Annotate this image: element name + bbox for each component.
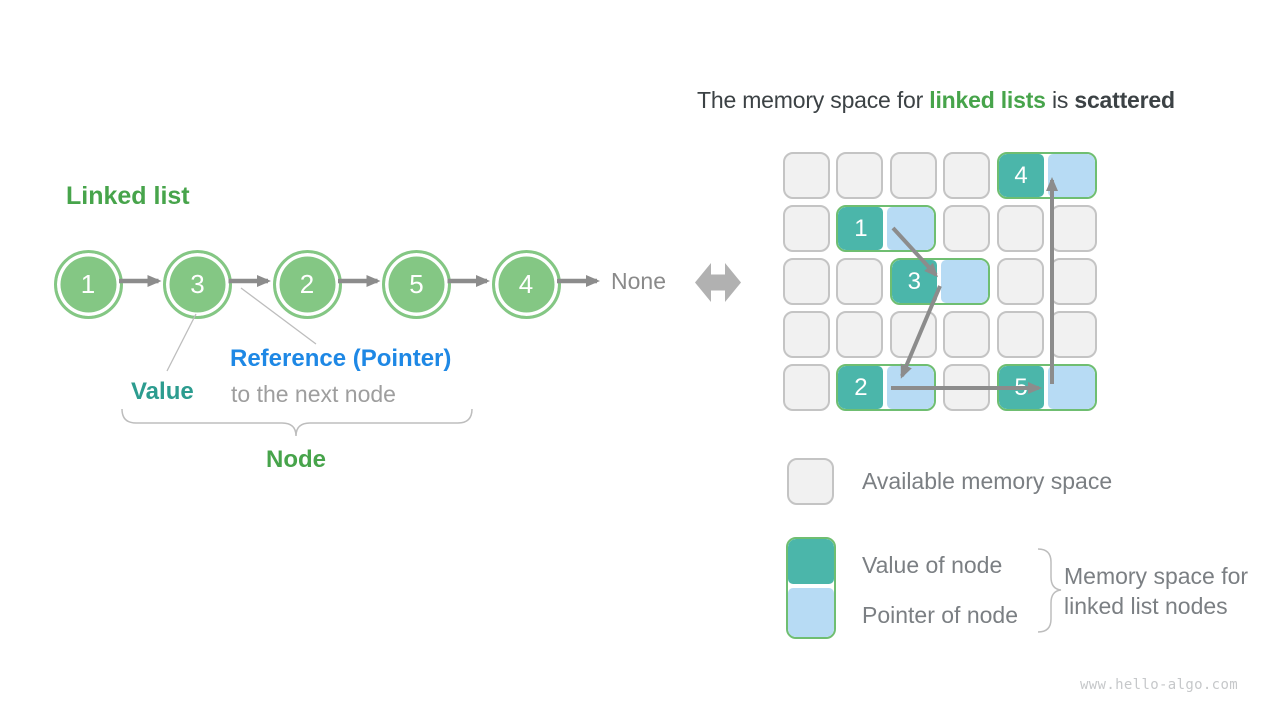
node-value-cell: 5 xyxy=(998,366,1044,409)
memory-cell xyxy=(783,152,830,199)
legend-group-label: Memory space for linked list nodes xyxy=(1064,561,1248,621)
cell-divider xyxy=(883,366,888,409)
legend-group-brace xyxy=(1037,548,1062,633)
memory-cell xyxy=(783,205,830,252)
memory-cell xyxy=(783,311,830,358)
legend-node-swatch xyxy=(786,537,836,639)
memory-cell xyxy=(996,311,1044,358)
memory-cell xyxy=(996,205,1044,252)
cell-divider xyxy=(883,207,888,250)
memory-cell xyxy=(1050,258,1097,305)
memory-title-part: The memory space for xyxy=(697,87,930,113)
memory-cell xyxy=(783,258,830,305)
memory-cell xyxy=(943,152,991,199)
node-pointer-cell xyxy=(1047,366,1095,409)
memory-cell xyxy=(889,311,937,358)
cell-divider xyxy=(1043,366,1048,409)
memory-node-1: 1 xyxy=(836,205,937,252)
legend-swatch-divider xyxy=(788,584,834,588)
node-pointer-cell xyxy=(940,260,988,303)
none-terminator-label: None xyxy=(611,268,666,294)
legend-available-swatch xyxy=(787,458,834,505)
legend-group-line: Memory space for xyxy=(1064,563,1249,589)
legend-pointer-label: Pointer of node xyxy=(862,602,1019,628)
legend-pointer-swatch xyxy=(788,588,834,637)
node-pointer-cell xyxy=(887,207,935,250)
memory-node-2: 2 xyxy=(836,364,937,411)
list-node-5: 5 xyxy=(382,249,451,319)
node-value-cell: 3 xyxy=(891,260,937,303)
memory-node-4: 4 xyxy=(996,152,1097,199)
linked-list-title: Linked list xyxy=(66,182,190,210)
node-pointer-cell xyxy=(1047,154,1095,197)
memory-cell xyxy=(836,258,884,305)
memory-cell xyxy=(889,152,937,199)
cell-divider xyxy=(1043,154,1048,197)
legend-value-swatch xyxy=(788,539,834,584)
node-pointer-cell xyxy=(887,366,935,409)
list-node-4: 4 xyxy=(491,249,561,319)
memory-cell xyxy=(836,311,884,358)
legend-available-label: Available memory space xyxy=(862,468,1113,494)
memory-node-3: 3 xyxy=(889,258,990,305)
cell-divider xyxy=(936,260,941,303)
memory-cell xyxy=(943,311,991,358)
legend-group-line: linked list nodes xyxy=(1064,593,1228,619)
value-label: Value xyxy=(131,378,194,405)
memory-cell xyxy=(943,205,991,252)
list-node-1: 1 xyxy=(53,249,123,319)
node-value-cell: 2 xyxy=(838,366,884,409)
memory-cell xyxy=(1050,311,1097,358)
reference-pointer-label: Reference (Pointer) xyxy=(230,345,452,372)
memory-cell xyxy=(783,364,830,411)
reference-sublabel: to the next node xyxy=(231,381,396,407)
value-callout-line xyxy=(166,313,197,372)
memory-title-part: is xyxy=(1045,87,1075,113)
node-label: Node xyxy=(266,446,326,473)
node-underbrace xyxy=(121,408,473,437)
memory-title: The memory space for linked lists is sca… xyxy=(697,87,1175,114)
list-node-2: 2 xyxy=(272,249,342,319)
legend-value-label: Value of node xyxy=(862,552,1003,578)
watermark-url: www.hello-algo.com xyxy=(1080,677,1239,693)
memory-cell xyxy=(996,258,1044,305)
memory-cell xyxy=(943,364,991,411)
list-node-3: 3 xyxy=(163,249,232,319)
memory-cell xyxy=(1050,205,1097,252)
node-value-cell: 1 xyxy=(838,207,884,250)
node-value-cell: 4 xyxy=(998,154,1044,197)
memory-node-5: 5 xyxy=(996,364,1097,411)
equivalence-double-arrow-icon xyxy=(695,263,741,302)
memory-cell xyxy=(836,152,884,199)
memory-title-highlight: linked lists xyxy=(929,87,1046,113)
memory-title-emphasis: scattered xyxy=(1074,87,1175,113)
